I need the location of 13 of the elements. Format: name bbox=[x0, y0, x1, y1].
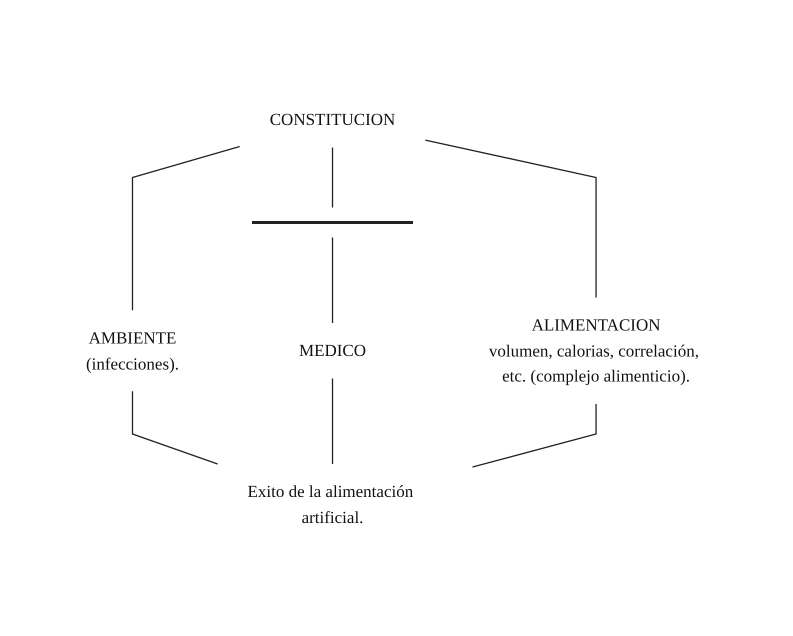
connector bbox=[472, 404, 598, 468]
connector bbox=[132, 390, 218, 464]
connector bbox=[332, 237, 334, 322]
node-text: AMBIENTE (infecciones). bbox=[86, 328, 180, 372]
node-text: ALIMENTACION volumen, calorias, correlación, etc. (complejo alimenticio). bbox=[489, 315, 700, 385]
node-text: Exito de la alimentación artificial. bbox=[248, 482, 414, 526]
node-text: CONSTITUCION bbox=[270, 110, 396, 128]
connector bbox=[332, 378, 334, 464]
connector bbox=[426, 138, 598, 297]
node-bar bbox=[252, 220, 414, 224]
connector bbox=[132, 145, 240, 310]
node-text: MEDICO bbox=[299, 340, 367, 360]
connector bbox=[332, 147, 334, 207]
